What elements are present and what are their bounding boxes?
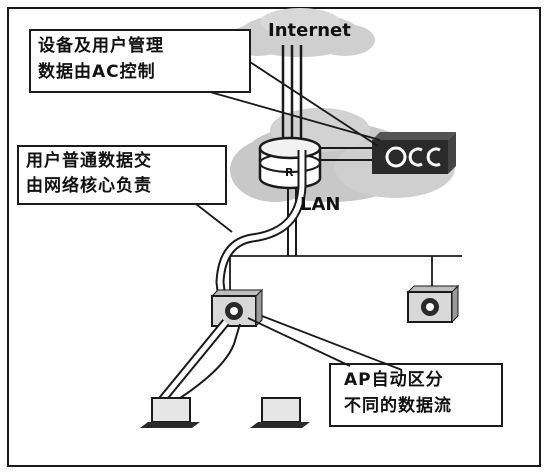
callout-data-line2: 由网络核心负责 [26,178,152,195]
router-label: R [285,167,293,178]
callout-ap-pointer [248,316,402,370]
callout-control-line2: 数据由AC控制 [38,64,156,81]
laptop-icon [140,398,200,428]
router-icon [260,138,320,188]
ac-controller-icon [372,132,456,174]
internet-label: Internet [268,22,351,40]
lan-label: LAN [300,196,340,214]
callout-control-line1: 设备及用户管理 [38,38,164,55]
callout-data-line1: 用户普通数据交 [26,153,152,170]
callout-ap-line1: AP自动区分 [344,372,444,389]
callout-ap-line2: 不同的数据流 [344,398,452,415]
wireless-path-aux [174,324,240,402]
access-point-icon [408,286,458,322]
laptop-icon [250,398,310,428]
callout-data-pointer [196,204,232,232]
